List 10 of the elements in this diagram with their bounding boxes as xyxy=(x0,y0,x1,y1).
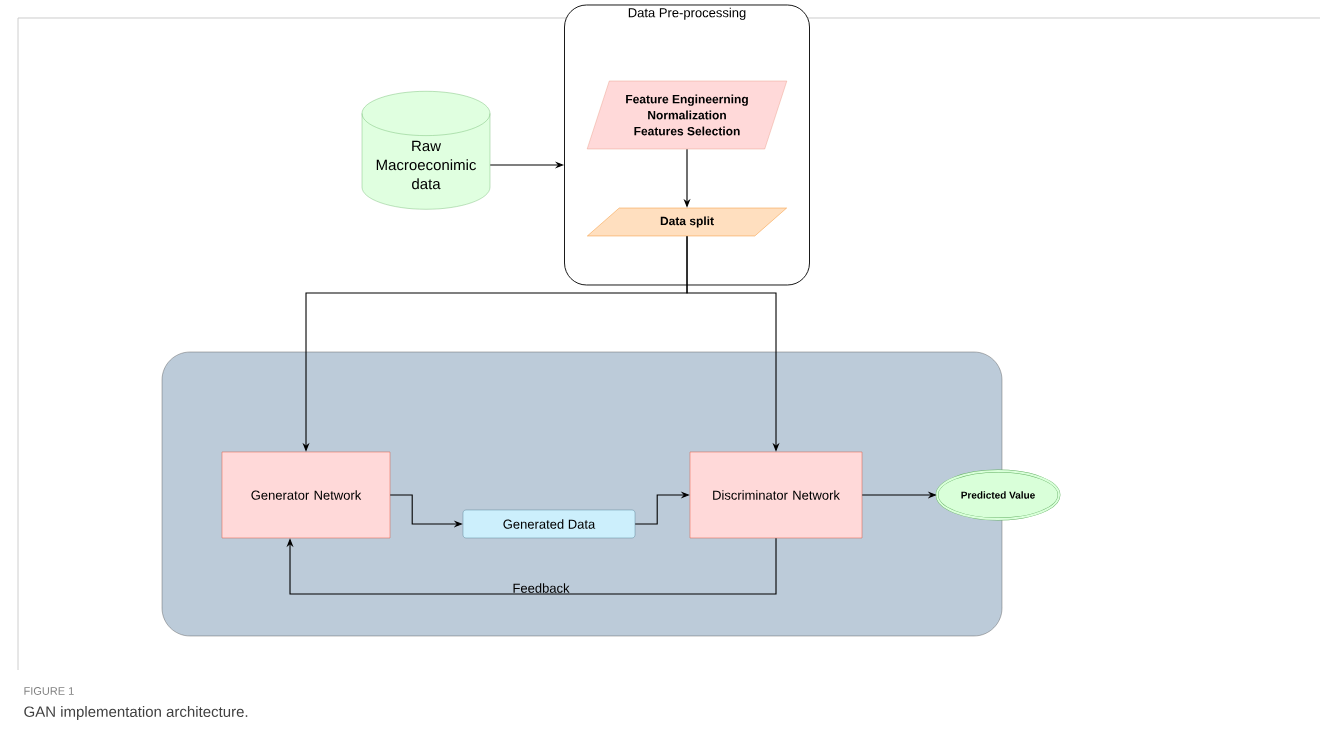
figure-number: FIGURE 1 xyxy=(24,687,74,695)
process-box: Discriminator Network xyxy=(689,451,863,539)
data-box: Generated Data xyxy=(462,509,636,539)
process-box: Generator Network xyxy=(221,451,391,539)
edge-label: Feedback xyxy=(513,583,570,593)
arrow xyxy=(286,537,777,595)
data-parallelogram: Feature Engineerning Normalization Features Selection xyxy=(586,80,788,150)
database-cylinder: Raw Macroeconimic data xyxy=(361,91,491,210)
data-parallelogram: Data split xyxy=(587,207,787,237)
caption: GAN implementation architecture. xyxy=(24,706,248,720)
